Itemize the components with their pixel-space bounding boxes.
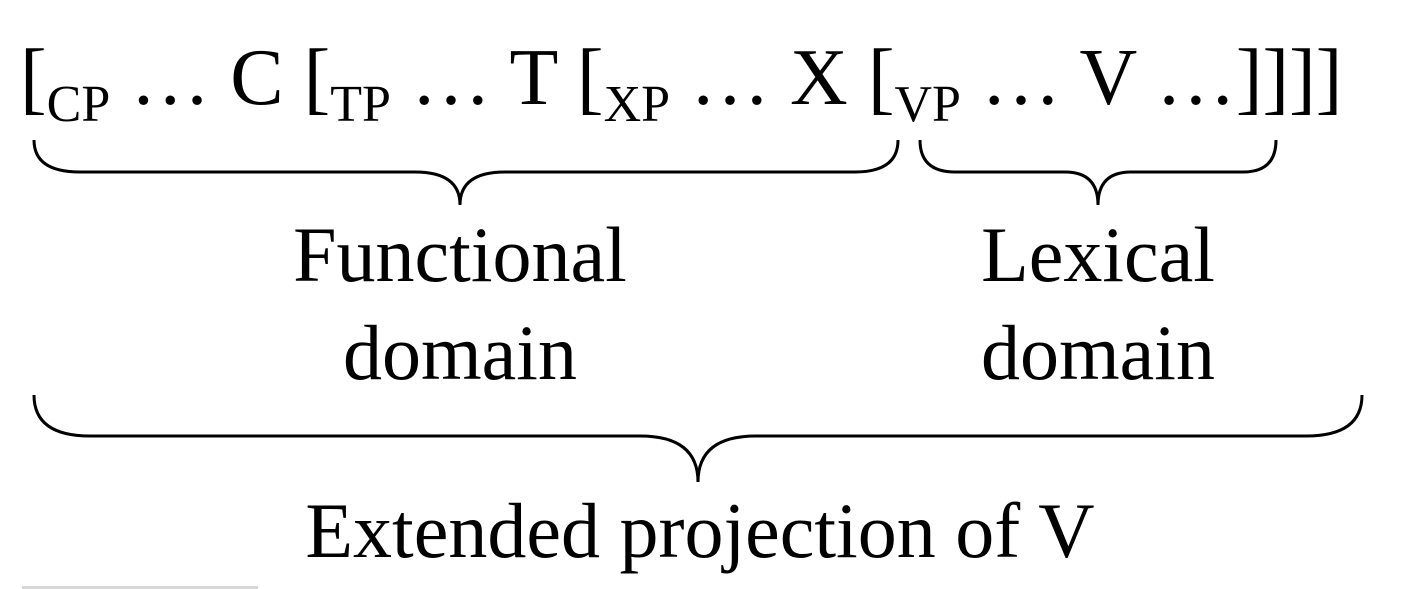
- xp-head: … X: [670, 34, 868, 122]
- extended-projection-label: Extended projection of V: [305, 487, 1095, 574]
- tp-head: … T: [390, 34, 577, 122]
- tp-label: TP: [330, 75, 391, 133]
- functional-label: Functional domain: [260, 216, 660, 392]
- vp-label: VP: [894, 75, 961, 133]
- tp-bracket: [: [303, 34, 331, 122]
- lexical-label-line2: domain: [981, 309, 1215, 396]
- functional-label-line2: domain: [343, 309, 577, 396]
- cp-head: … C: [110, 34, 304, 122]
- xp-label: XP: [603, 75, 671, 133]
- vp-bracket: [: [867, 34, 895, 122]
- cp-bracket: [: [20, 34, 47, 122]
- cp-label: CP: [46, 75, 111, 133]
- functional-brace: [32, 139, 900, 206]
- clause-structure: [CP … C [TP … T [XP … X [VP … V …]]]]: [20, 38, 1342, 130]
- vp-head: … V …]]]]: [960, 34, 1343, 122]
- lexical-brace: [918, 139, 1278, 206]
- functional-label-line1: Functional: [293, 211, 627, 298]
- extended-brace: [32, 394, 1364, 483]
- bottom-divider: [22, 586, 258, 589]
- lexical-label: Lexical domain: [948, 216, 1248, 392]
- xp-bracket: [: [576, 34, 604, 122]
- lexical-label-line1: Lexical: [981, 211, 1215, 298]
